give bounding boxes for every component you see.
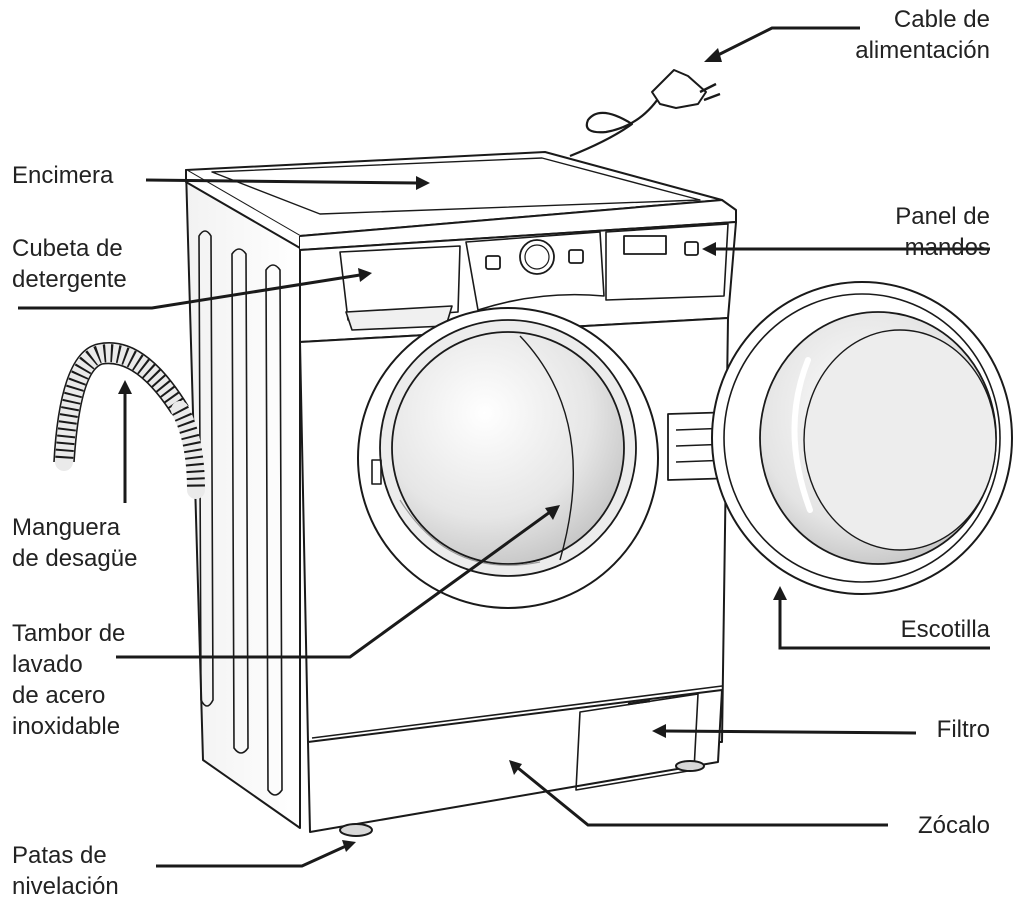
label-cubeta-de-detergente: Cubeta de detergente [12, 233, 127, 295]
label-panel-de-mandos: Panel de mandos [895, 201, 990, 263]
stainless-steel-drum [391, 331, 625, 565]
arrowhead-filtro [652, 724, 666, 738]
leader-zocalo [517, 766, 888, 827]
arrowhead-tambor [545, 505, 560, 520]
arrowhead-cubeta [358, 268, 372, 282]
washing-machine [53, 69, 1013, 837]
filter-cover-tab [627, 699, 651, 706]
leader-cubeta [18, 273, 361, 310]
label-line: lavado [12, 651, 83, 678]
label-line: Escotilla [900, 616, 990, 643]
porthole-glass-inner [803, 329, 997, 551]
leader-lines [18, 26, 990, 868]
plug-body [651, 69, 707, 109]
arrowhead-manguera [118, 380, 132, 394]
start-button [568, 249, 584, 264]
plinth-top-edge [311, 685, 723, 739]
program-dial-inner [524, 244, 550, 270]
label-cable-de-alimentacion: Cable de alimentación [855, 4, 990, 66]
label-escotilla: Escotilla [901, 614, 990, 645]
door-latch-slot [371, 459, 382, 485]
power-cable [569, 95, 661, 158]
leader-patas [156, 844, 347, 868]
label-line: Panel de [895, 203, 990, 230]
display-panel [605, 223, 729, 301]
label-filtro: Filtro [937, 714, 990, 745]
label-line: Cable de [893, 6, 990, 33]
display-button [684, 241, 699, 256]
drum-shadow [399, 499, 541, 566]
label-patas-de-nivelacion: Patas de nivelación [12, 840, 119, 902]
drain-hose-down-ribs [171, 405, 205, 491]
leveling-foot-left [339, 823, 373, 837]
label-line: Filtro [936, 716, 990, 743]
drum-inner-curve [519, 335, 574, 561]
side-groove [265, 264, 283, 796]
drain-hose [55, 344, 189, 471]
leader-filtro [663, 729, 917, 735]
machine-side-panel [185, 169, 301, 829]
label-line: Encimera [12, 162, 114, 189]
arrowhead-patas [342, 840, 356, 852]
label-tambor-de-lavado: Tambor de lavado de acero inoxidable [12, 618, 125, 742]
leader-encimera [145, 178, 419, 185]
label-line: Cubeta de [12, 235, 123, 262]
arrowhead-escotilla [773, 586, 787, 600]
label-line: Patas de [12, 842, 107, 869]
label-manguera-de-desague: Manguera de desagüe [12, 512, 137, 574]
leader-tambor [116, 510, 551, 659]
label-line: de acero [12, 682, 106, 709]
porthole-door-ring [723, 293, 1001, 583]
leader-escotilla [778, 598, 990, 650]
program-dial [519, 239, 555, 275]
drain-hose-edge-inner [73, 362, 173, 463]
leader-cable [711, 26, 860, 60]
porthole-highlight [791, 357, 813, 513]
control-console [465, 231, 605, 311]
plug-pin [699, 82, 721, 102]
label-line: inoxidable [12, 713, 121, 740]
arrowhead-zocalo [509, 760, 522, 775]
top-lid-inner [211, 157, 701, 215]
label-line: mandos [904, 234, 990, 261]
arrowhead-encimera [416, 176, 430, 190]
program-button [485, 255, 501, 270]
label-line: detergente [12, 266, 127, 293]
side-groove [231, 248, 249, 754]
leveling-foot-right [675, 760, 705, 772]
label-line: nivelación [12, 873, 119, 900]
label-encimera: Encimera [12, 160, 113, 191]
arrowhead-cable [704, 48, 722, 62]
plinth [307, 689, 723, 833]
label-line: Zócalo [917, 812, 990, 839]
detergent-drawer [339, 245, 461, 321]
drain-hose-edge-outer [53, 342, 189, 463]
label-line: de desagüe [12, 545, 138, 572]
label-zocalo: Zócalo [918, 810, 990, 841]
side-groove [198, 230, 214, 707]
label-line: Tambor de [12, 620, 126, 647]
display-screen [623, 235, 667, 255]
label-line: Manguera [12, 514, 121, 541]
label-line: alimentación [855, 37, 990, 64]
arrowhead-panel [702, 242, 716, 256]
